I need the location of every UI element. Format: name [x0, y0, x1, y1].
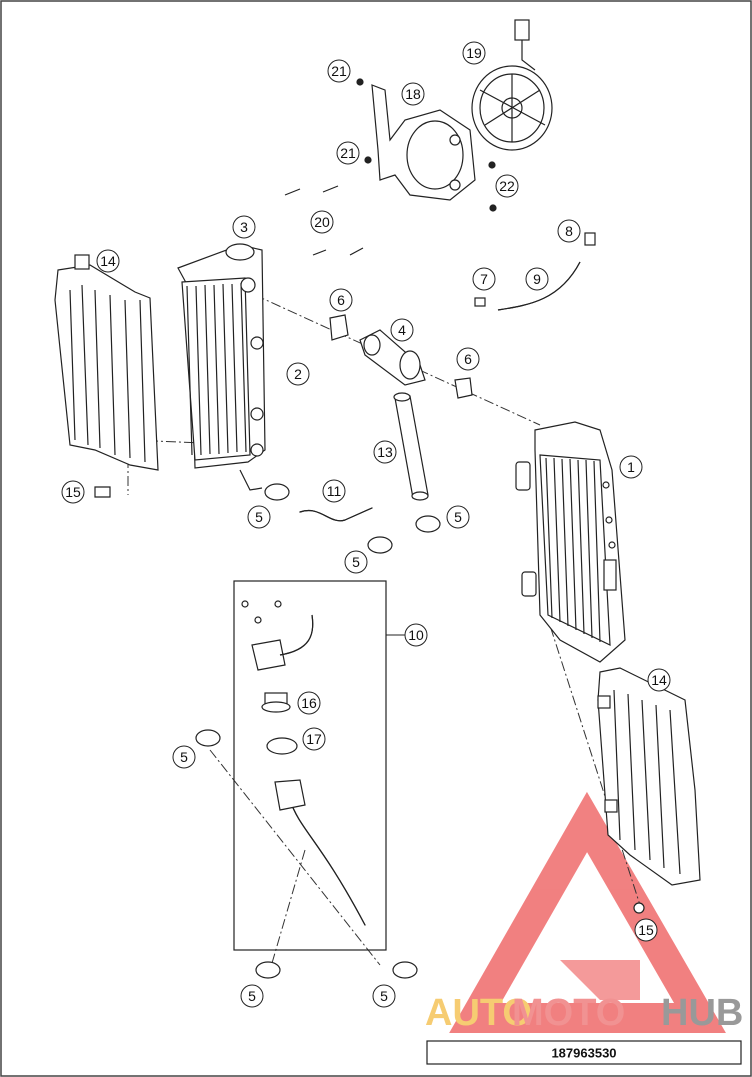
svg-text:7: 7 [480, 271, 488, 287]
watermark-hub: HUB [661, 992, 743, 1034]
callout-5b: 5 [446, 505, 470, 529]
svg-text:21: 21 [331, 63, 347, 79]
svg-text:9: 9 [533, 271, 541, 287]
svg-text:15: 15 [65, 484, 81, 500]
callout-15b: 15 [634, 918, 658, 942]
small-hose-part [474, 232, 596, 311]
callout-19: 19 [462, 41, 486, 65]
part-number-label: 187963530 [551, 1046, 616, 1061]
svg-text:16: 16 [301, 695, 317, 711]
callout-5a: 5 [247, 505, 271, 529]
left-radiator-part [177, 243, 266, 491]
svg-text:6: 6 [464, 351, 472, 367]
svg-text:13: 13 [377, 444, 393, 460]
svg-text:14: 14 [651, 672, 667, 688]
callout-13: 13 [373, 440, 397, 464]
o-ring-part [266, 737, 298, 755]
callout-17: 17 [302, 727, 326, 751]
fan-bracket-part [371, 84, 476, 201]
svg-text:17: 17 [306, 731, 322, 747]
svg-text:5: 5 [255, 509, 263, 525]
callout-10: 10 [404, 623, 428, 647]
svg-text:5: 5 [352, 554, 360, 570]
svg-text:5: 5 [248, 988, 256, 1004]
bolts-15 [94, 486, 645, 914]
callout-14a: 14 [96, 249, 120, 273]
callout-22: 22 [495, 174, 519, 198]
callout-5d: 5 [172, 745, 196, 769]
right-radiator-part [515, 421, 626, 663]
svg-text:21: 21 [340, 145, 356, 161]
part-number-box: 187963530 [426, 1040, 742, 1065]
callout-1: 1 [619, 455, 643, 479]
left-shroud-part [54, 254, 159, 471]
callout-3: 3 [232, 215, 256, 239]
svg-text:1: 1 [627, 459, 635, 475]
long-hose-part [274, 779, 366, 926]
callout-6b: 6 [456, 347, 480, 371]
thermostat-housing-part [241, 600, 314, 671]
hose-clamps-5 [195, 483, 441, 979]
t-connector-part [359, 329, 426, 386]
callout-6a: 6 [329, 288, 353, 312]
screws-group [284, 78, 497, 256]
hose-11-part [299, 507, 373, 522]
callout-2: 2 [286, 362, 310, 386]
callout-16: 16 [297, 691, 321, 715]
svg-text:20: 20 [314, 214, 330, 230]
callout-5f: 5 [372, 984, 396, 1008]
callout-4: 4 [390, 318, 414, 342]
svg-text:5: 5 [180, 749, 188, 765]
callout-7: 7 [472, 267, 496, 291]
svg-text:5: 5 [454, 509, 462, 525]
clamps-6 [329, 314, 473, 399]
thermostat-part [261, 692, 291, 713]
svg-text:8: 8 [565, 223, 573, 239]
watermark-auto: AUTO [425, 992, 532, 1034]
svg-text:5: 5 [380, 988, 388, 1004]
svg-text:22: 22 [499, 178, 515, 194]
callout-5c: 5 [344, 550, 368, 574]
svg-text:10: 10 [408, 627, 424, 643]
watermark-moto: MOTO [512, 992, 625, 1034]
callout-21a: 21 [327, 59, 351, 83]
svg-text:2: 2 [294, 366, 302, 382]
thermostat-kit-box [233, 580, 387, 951]
svg-text:6: 6 [337, 292, 345, 308]
callout-20: 20 [310, 210, 334, 234]
callout-5e: 5 [240, 984, 264, 1008]
callout-15a: 15 [61, 480, 85, 504]
svg-text:3: 3 [240, 219, 248, 235]
svg-text:4: 4 [398, 322, 406, 338]
svg-text:18: 18 [405, 86, 421, 102]
svg-text:19: 19 [466, 45, 482, 61]
svg-text:14: 14 [100, 253, 116, 269]
callout-11: 11 [322, 479, 346, 503]
right-shroud-part [597, 667, 701, 886]
pipe-part [393, 392, 429, 501]
svg-text:11: 11 [327, 483, 342, 499]
callout-layer: 1 2 3 4 5 5 5 5 5 5 6 6 7 8 9 10 11 13 1… [61, 41, 671, 1008]
callout-8: 8 [557, 219, 581, 243]
fan-part [471, 19, 553, 151]
callout-21b: 21 [336, 141, 360, 165]
callout-9: 9 [525, 267, 549, 291]
svg-text:15: 15 [638, 922, 654, 938]
callout-18: 18 [401, 82, 425, 106]
callout-14b: 14 [647, 668, 671, 692]
